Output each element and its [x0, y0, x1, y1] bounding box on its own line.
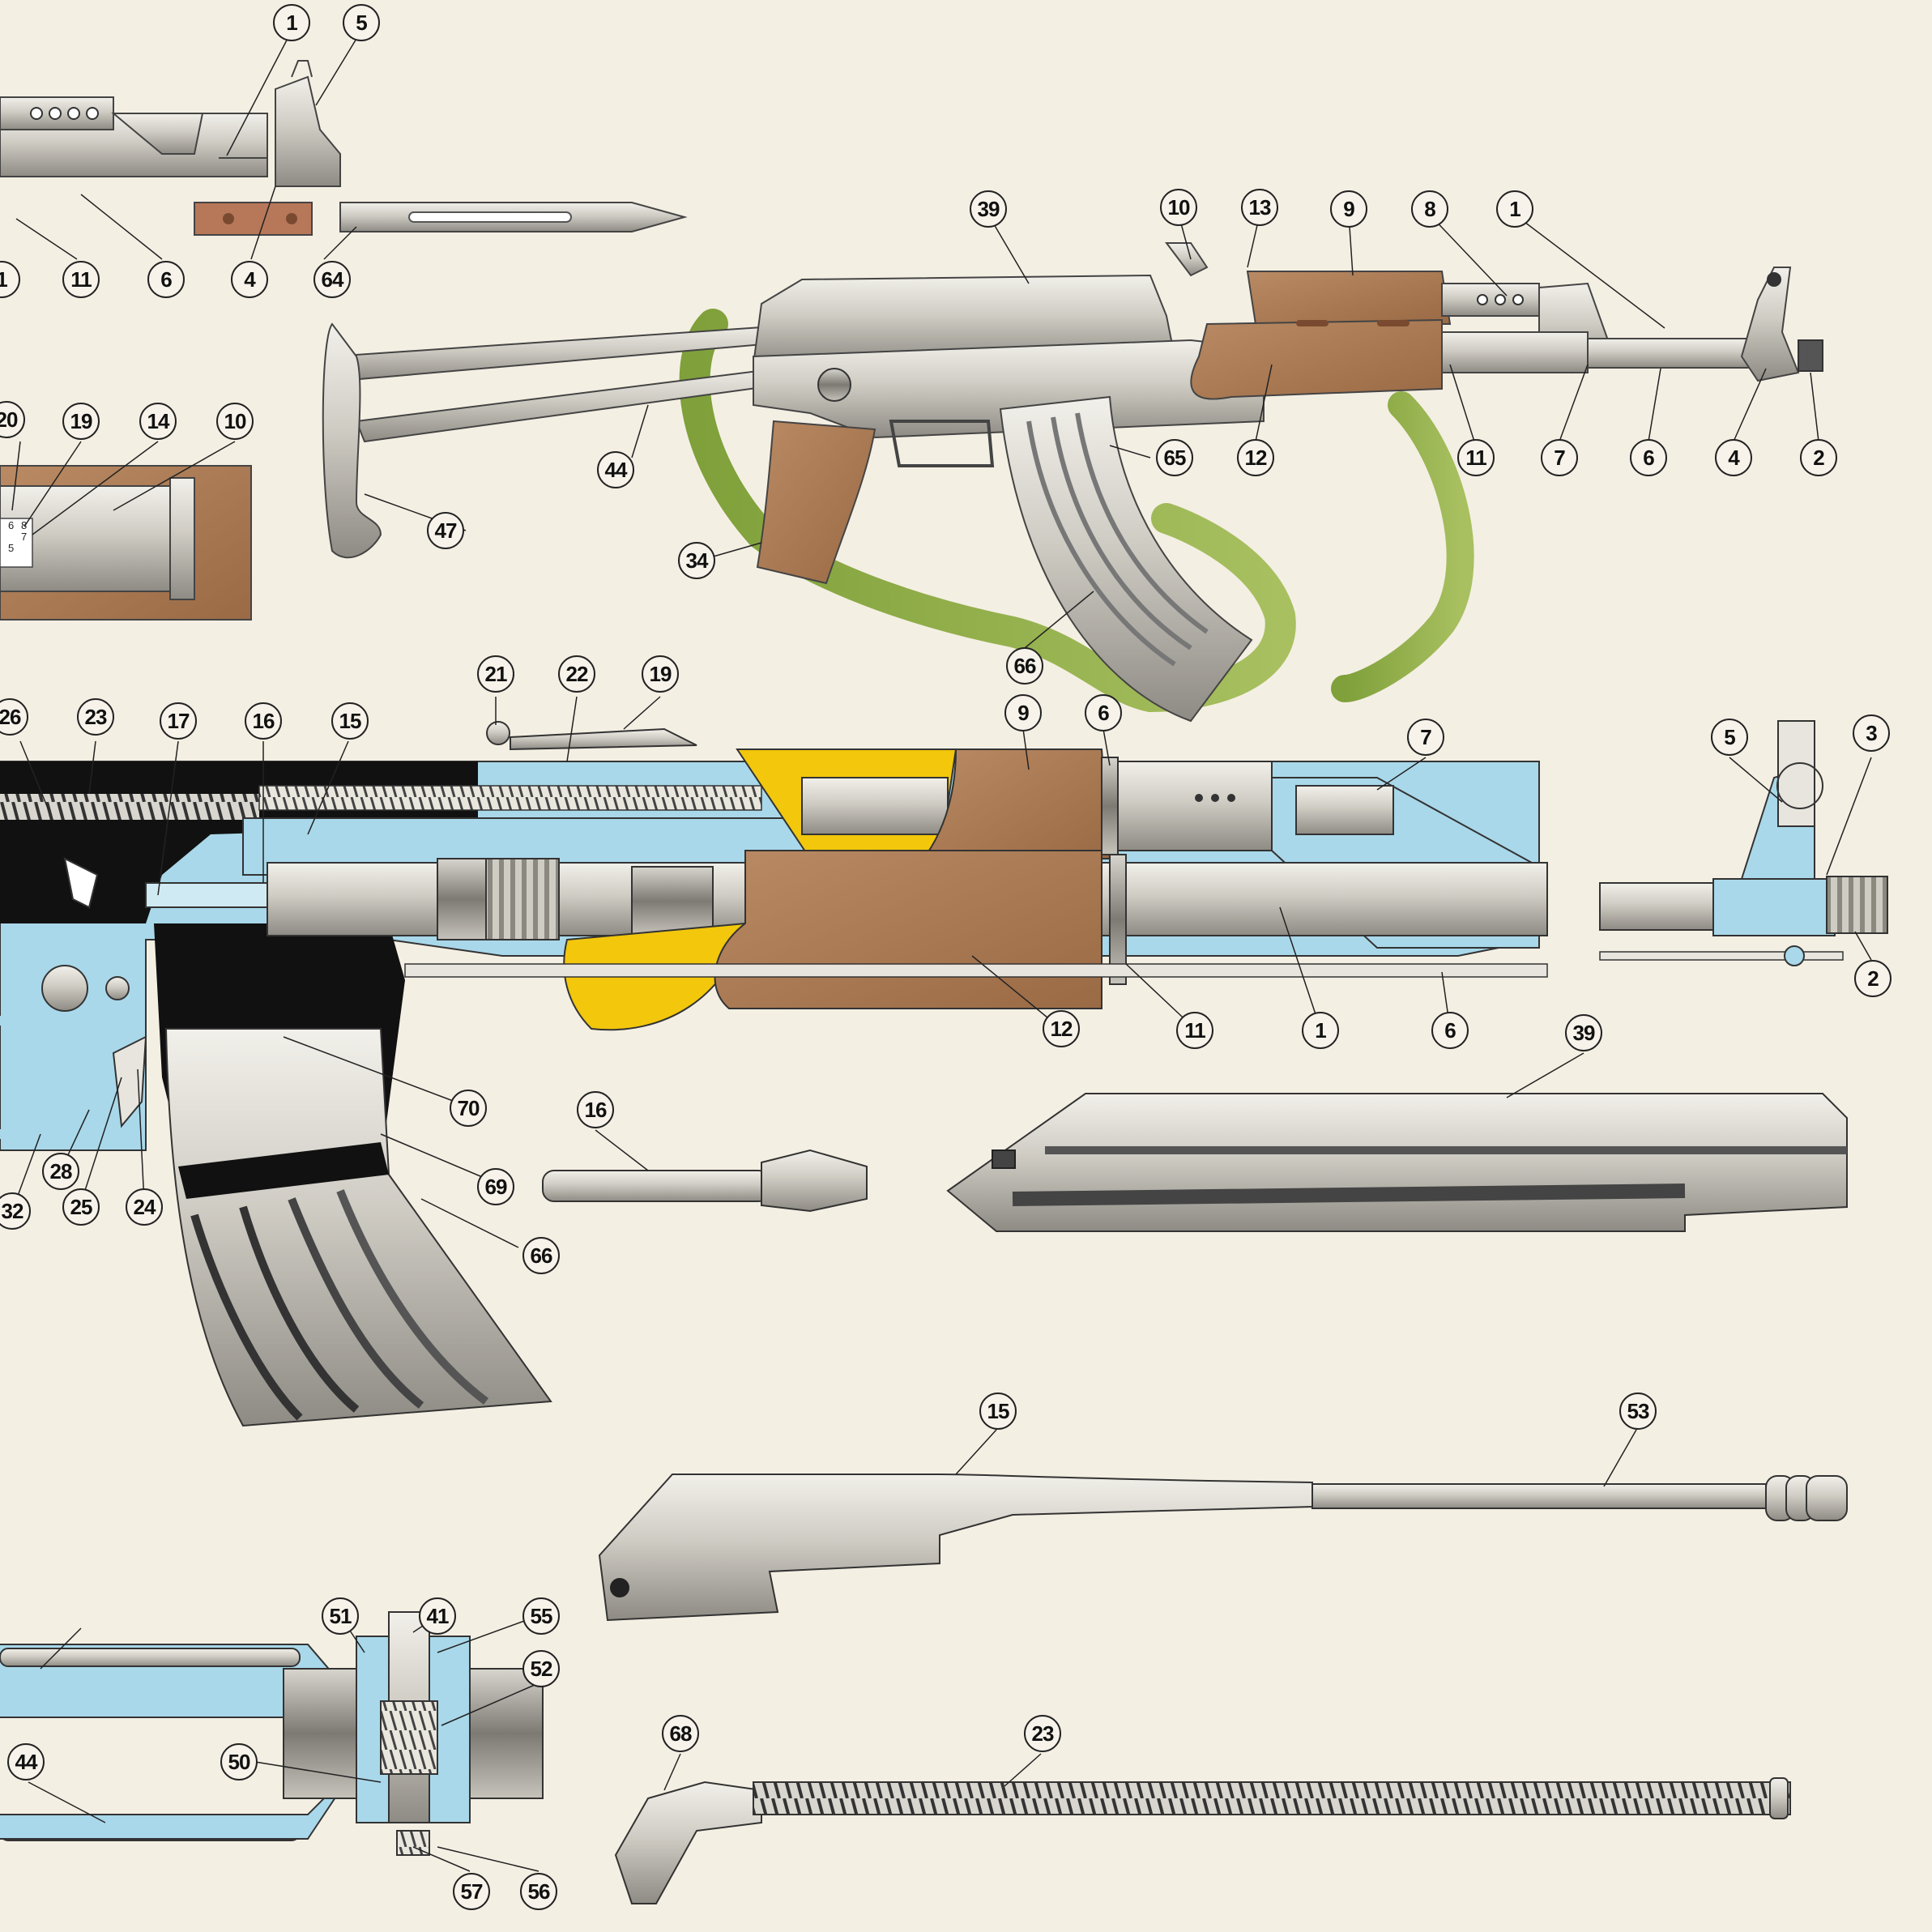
scale-mark: 6: [8, 519, 15, 531]
callout-rifle-34: 34: [678, 542, 715, 579]
callout-rifle-1: 1: [1496, 190, 1533, 228]
callout-cut-1: 1: [1302, 1012, 1339, 1049]
callout-cut-70: 70: [450, 1090, 487, 1127]
callout-rifle-44: 44: [597, 451, 634, 488]
callout-cut-24: 24: [126, 1188, 163, 1226]
callout-latch-52: 52: [522, 1650, 560, 1687]
callout-cut-15: 15: [331, 702, 369, 740]
bolt-carrier-gas-piston-part: [598, 1429, 1848, 1622]
callout-latch-57: 57: [453, 1873, 490, 1910]
callout-top-left-5: 5: [343, 4, 380, 41]
receiver-cover-part: [946, 1052, 1848, 1232]
callout-rifle-65: 65: [1156, 439, 1193, 476]
recoil-spring-assembly-part: [614, 1753, 1791, 1904]
callout-part-39: 39: [1565, 1014, 1602, 1051]
callout-cut-11: 11: [1176, 1012, 1213, 1049]
scale-mark: 5: [8, 542, 15, 554]
scale-mark: 8: [21, 519, 28, 531]
callout-cut-28: 28: [42, 1153, 79, 1190]
barrel-with-bayonet-detail: [0, 30, 688, 260]
callout-top-left-1: 1: [273, 4, 310, 41]
callout-rifle-7: 7: [1541, 439, 1578, 476]
callout-sight-10: 10: [216, 403, 254, 440]
callout-top-left-4: 4: [231, 261, 268, 298]
callout-latch-50: 50: [220, 1743, 258, 1781]
callout-cut-19: 19: [642, 655, 679, 693]
callout-sight-14: 14: [139, 403, 177, 440]
callout-rifle-12: 12: [1237, 439, 1274, 476]
rifle-folded-stock-illustration: [322, 214, 1823, 723]
callout-cut-6-bot: 6: [1431, 1012, 1469, 1049]
callout-cut-22: 22: [558, 655, 595, 693]
callout-rifle-11: 11: [1457, 439, 1495, 476]
callout-cut-21: 21: [477, 655, 514, 693]
callout-sight-20: 20: [0, 401, 25, 438]
callout-top-left-11: 11: [62, 261, 100, 298]
scale-mark: 7: [21, 531, 28, 543]
callout-rifle-13: 13: [1241, 189, 1278, 226]
callout-cut-16: 16: [245, 702, 282, 740]
callout-latch-56: 56: [520, 1873, 557, 1910]
callout-muzzle-5: 5: [1711, 719, 1748, 756]
cutaway-section-view: [0, 696, 1548, 1427]
callout-cut-9: 9: [1004, 694, 1042, 731]
callout-cut-17: 17: [160, 702, 197, 740]
callout-rifle-4: 4: [1715, 439, 1752, 476]
callout-rifle-8: 8: [1411, 190, 1448, 228]
front-sight-muzzle-detail: [1599, 720, 1888, 966]
callout-top-left-64: 64: [313, 261, 351, 298]
callout-spring-68: 68: [662, 1715, 699, 1752]
callout-cut-23: 23: [77, 698, 114, 736]
rear-sight-detail: [0, 441, 252, 621]
callout-cut-66: 66: [522, 1237, 560, 1274]
callout-rifle-39: 39: [970, 190, 1007, 228]
callout-part-16: 16: [577, 1091, 614, 1128]
callout-cut-12: 12: [1043, 1010, 1080, 1047]
callout-part-15: 15: [979, 1392, 1017, 1430]
rear-sight-scale: 6 8 7 5: [8, 520, 27, 554]
callout-sight-19: 19: [62, 403, 100, 440]
folding-stock-latch-detail: [0, 1611, 544, 1872]
callout-latch-55: 55: [522, 1597, 560, 1635]
callout-rifle-10: 10: [1160, 189, 1197, 226]
callout-cut-32: 32: [0, 1192, 31, 1230]
callout-cut-69: 69: [477, 1168, 514, 1205]
callout-rifle-47: 47: [427, 512, 464, 549]
callout-latch-41: 41: [419, 1597, 456, 1635]
callout-rifle-2: 2: [1800, 439, 1837, 476]
bolt-part: [542, 1129, 868, 1213]
callout-spring-23: 23: [1024, 1715, 1061, 1752]
callout-cut-6-top: 6: [1085, 694, 1122, 731]
callout-cut-7: 7: [1407, 719, 1444, 756]
callout-muzzle-3: 3: [1853, 714, 1890, 752]
callout-stock-44: 44: [7, 1743, 45, 1781]
callout-part-53: 53: [1619, 1392, 1657, 1430]
callout-cut-25: 25: [62, 1188, 100, 1226]
callout-rifle-9: 9: [1330, 190, 1367, 228]
callout-rifle-6: 6: [1630, 439, 1667, 476]
callout-top-left-6: 6: [147, 261, 185, 298]
callout-muzzle-2: 2: [1854, 960, 1891, 997]
callout-rifle-66: 66: [1006, 647, 1043, 685]
callout-latch-51: 51: [322, 1597, 359, 1635]
